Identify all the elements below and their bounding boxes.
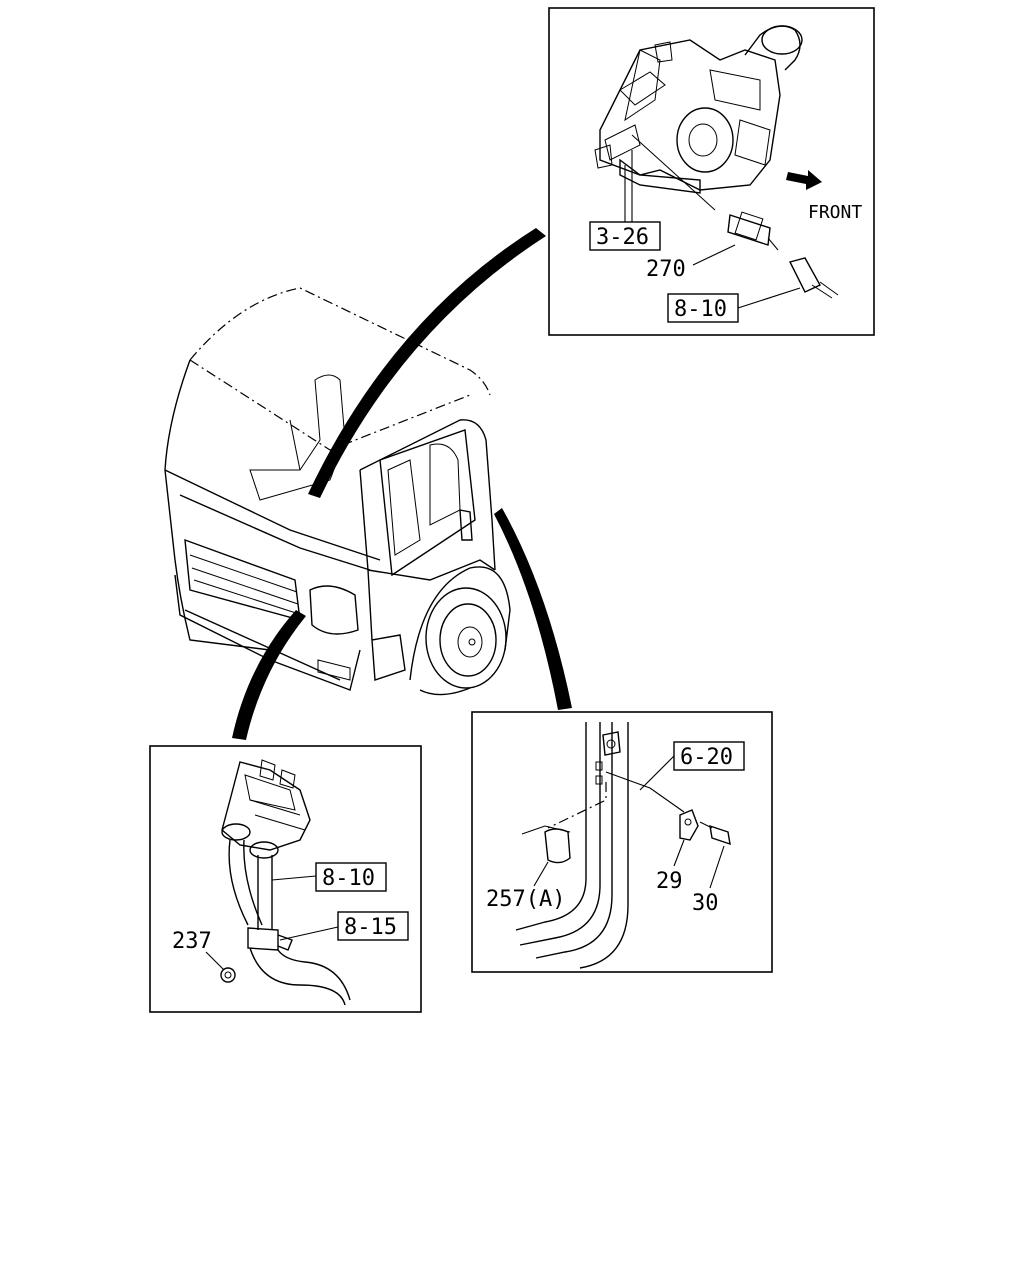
ref-8-15-label: 8-15 xyxy=(344,915,397,940)
ref-6-20-label: 6-20 xyxy=(680,745,733,770)
part-237-label: 237 xyxy=(172,929,212,954)
part-257a-label: 257(A) xyxy=(486,887,565,912)
ref-8-10-left-label: 8-10 xyxy=(322,866,375,891)
harness-assembly xyxy=(220,759,351,1006)
ref-3-26-label: 3-26 xyxy=(596,225,649,250)
front-label: FRONT xyxy=(808,202,862,223)
part-29-label: 29 xyxy=(656,869,683,894)
part-30-label: 30 xyxy=(692,891,719,916)
valve-assembly xyxy=(594,25,839,299)
truck-cab xyxy=(164,287,511,696)
door-pillar-assembly xyxy=(515,722,731,969)
callout-band-top xyxy=(308,228,546,498)
callout-band-right xyxy=(494,508,572,710)
callout-band-left xyxy=(232,610,306,740)
front-arrow-icon xyxy=(786,170,822,190)
ref-8-10-top-label: 8-10 xyxy=(674,297,727,322)
part-270-label: 270 xyxy=(646,257,686,282)
